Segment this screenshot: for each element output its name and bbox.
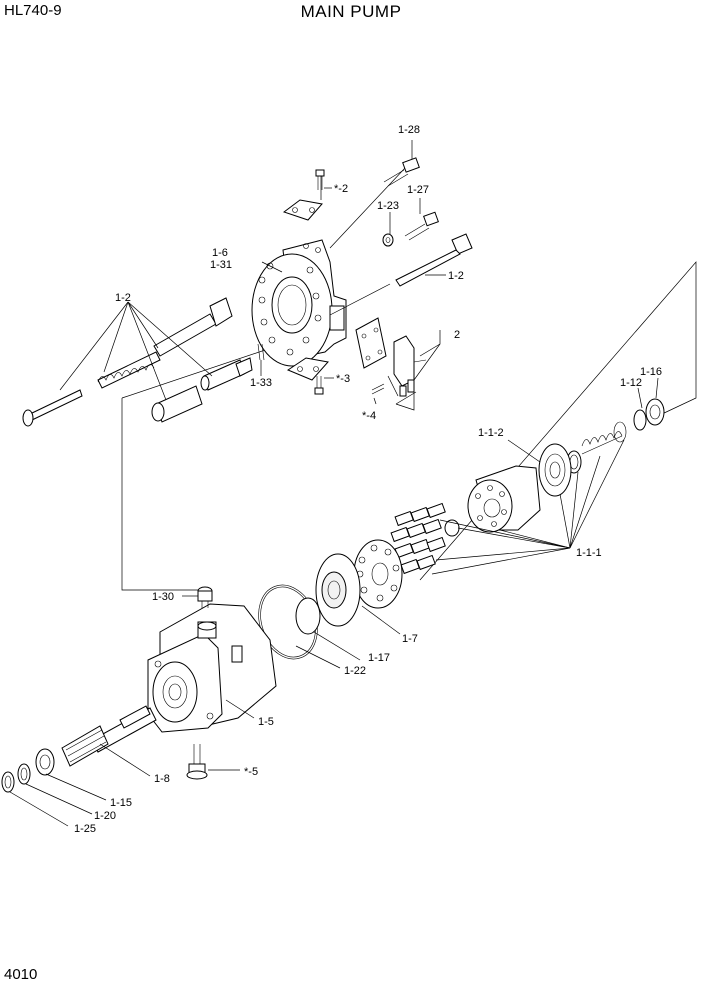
assembly-outline — [121, 398, 202, 591]
pump-housing — [147, 603, 277, 733]
label-1-33: 1-33 — [250, 377, 272, 389]
washer-1-23 — [382, 233, 394, 247]
bolt-star-5 — [186, 744, 208, 780]
label-1-23: 1-23 — [377, 200, 399, 212]
label-star-2a: *-2 — [334, 183, 348, 195]
label-1-30: 1-30 — [152, 591, 174, 603]
servo-parts-left — [22, 297, 253, 427]
label-2: 2 — [454, 329, 460, 341]
model-number: HL740-9 — [4, 2, 62, 19]
label-1-25: 1-25 — [74, 823, 96, 835]
drive-shaft — [61, 705, 157, 767]
label-1-8: 1-8 — [154, 773, 170, 785]
page-title: MAIN PUMP — [300, 2, 402, 21]
label-1-28: 1-28 — [398, 124, 420, 136]
label-star-3: *-3 — [336, 373, 350, 385]
seal-1-17 — [295, 597, 321, 635]
retainer-plate — [353, 539, 403, 609]
cover-plate-top — [282, 199, 323, 221]
long-bolt-1-2-right — [395, 233, 473, 287]
port-block — [251, 239, 347, 367]
label-1-12: 1-12 — [620, 377, 642, 389]
cylinder-block — [467, 465, 541, 533]
cover-plate-bottom — [286, 357, 329, 381]
label-1-31: 1-31 — [210, 259, 232, 271]
bolt-1-27 — [404, 211, 439, 241]
swash-plate — [315, 553, 361, 627]
label-1-22: 1-22 — [344, 665, 366, 677]
bolt-1-28 — [383, 157, 420, 187]
bolt-star-2 — [315, 169, 325, 190]
bolt-star-3 — [314, 376, 324, 395]
spring-and-bearing-right — [566, 398, 665, 474]
label-star-4: *-4 — [362, 410, 376, 422]
label-1-2-left: 1-2 — [115, 292, 131, 304]
plug-1-30 — [197, 586, 213, 608]
label-1-17: 1-17 — [368, 652, 390, 664]
label-1-5: 1-5 — [258, 716, 274, 728]
label-1-7: 1-7 — [402, 633, 418, 645]
label-1-15: 1-15 — [110, 797, 132, 809]
label-1-1-1: 1-1-1 — [576, 547, 602, 559]
valve-plate-1-1-2 — [538, 443, 572, 497]
piston-set — [390, 502, 460, 575]
label-1-2-right: 1-2 — [448, 270, 464, 282]
label-star-5: *-5 — [244, 766, 258, 778]
label-1-6: 1-6 — [212, 247, 228, 259]
label-1-27: 1-27 — [407, 184, 429, 196]
label-1-16: 1-16 — [640, 366, 662, 378]
label-1-1-2: 1-1-2 — [478, 427, 504, 439]
page-number: 4010 — [4, 966, 38, 983]
shaft-bearing-set — [1, 748, 55, 793]
label-1-20: 1-20 — [94, 810, 116, 822]
regulator-valve — [355, 317, 427, 397]
